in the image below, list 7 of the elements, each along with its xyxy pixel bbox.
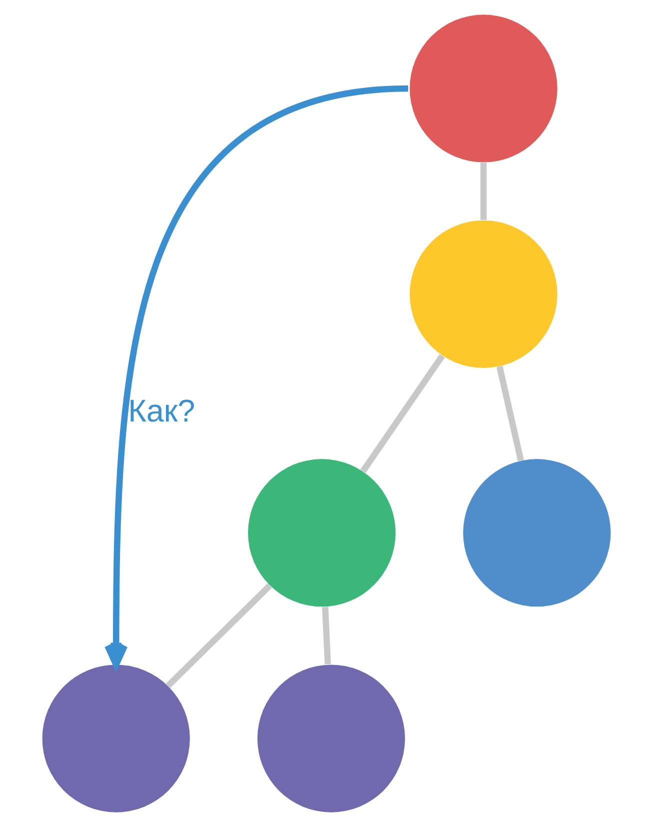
- node-circle: [42, 664, 190, 812]
- connector: [496, 366, 524, 462]
- node-circle: [410, 220, 558, 368]
- connector: [480, 162, 487, 220]
- node-circle: [410, 14, 558, 162]
- node-circle: [257, 664, 406, 812]
- node-circle: [463, 459, 611, 607]
